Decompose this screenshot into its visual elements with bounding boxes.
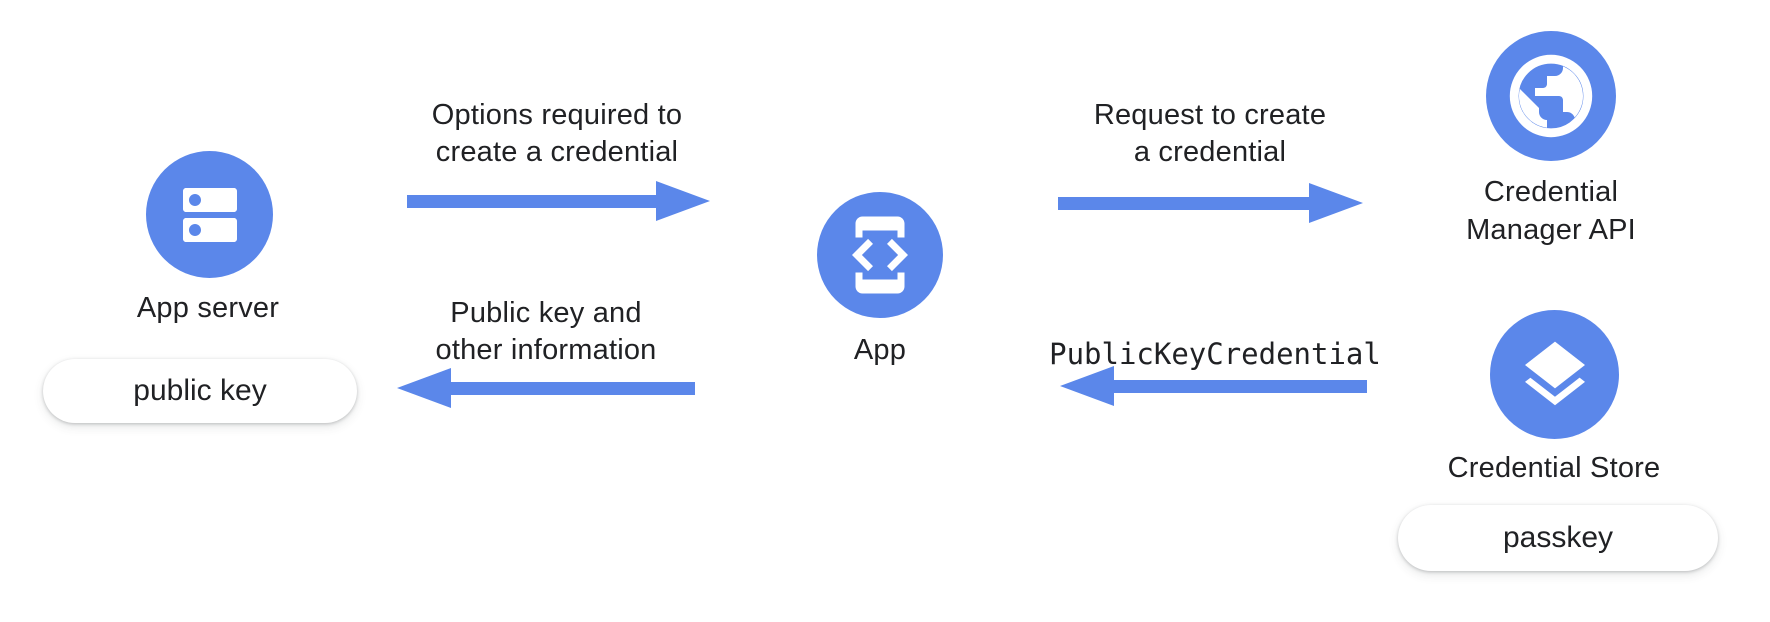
- arrow-head: [1309, 183, 1363, 223]
- arrow-head: [397, 368, 451, 408]
- arrow-shaft: [407, 194, 656, 208]
- credential-store-label: Credential Store: [1447, 452, 1661, 484]
- public-key-info-arrow-left: [397, 368, 695, 408]
- passkey-badge-text: passkey: [1502, 521, 1614, 554]
- app-server-label: App server: [136, 292, 280, 324]
- arrow-shaft: [1058, 196, 1309, 210]
- public-key-badge-text: public key: [133, 374, 267, 407]
- options-flow-label: Options required to create a credential: [431, 99, 683, 168]
- arrow-head: [1060, 366, 1114, 406]
- layers-icon: [1524, 341, 1585, 405]
- options-arrow-right: [407, 181, 710, 221]
- public-key-credential-flow-label: PublicKeyCredential: [1049, 337, 1381, 371]
- public-key-info-flow-label: Public key and other information: [435, 297, 657, 366]
- app-node: [817, 192, 943, 318]
- public-key-badge: public key: [43, 359, 357, 423]
- phone-code-icon: [852, 216, 908, 294]
- request-flow-label: Request to create a credential: [1093, 99, 1327, 168]
- credential-manager-api-node: [1486, 31, 1616, 161]
- globe-icon: [1509, 54, 1593, 138]
- credential-store-node: [1490, 310, 1619, 439]
- arrow-shaft: [1114, 379, 1367, 393]
- app-label: App: [853, 334, 907, 366]
- credential-manager-api-label: Credential Manager API: [1466, 176, 1636, 246]
- request-arrow-right: [1058, 183, 1363, 223]
- passkey-badge: passkey: [1398, 505, 1718, 571]
- server-stack-icon: [182, 187, 237, 242]
- app-server-node: [146, 151, 273, 278]
- arrow-shaft: [451, 381, 695, 395]
- arrow-head: [656, 181, 710, 221]
- public-key-credential-arrow-left: [1060, 366, 1367, 406]
